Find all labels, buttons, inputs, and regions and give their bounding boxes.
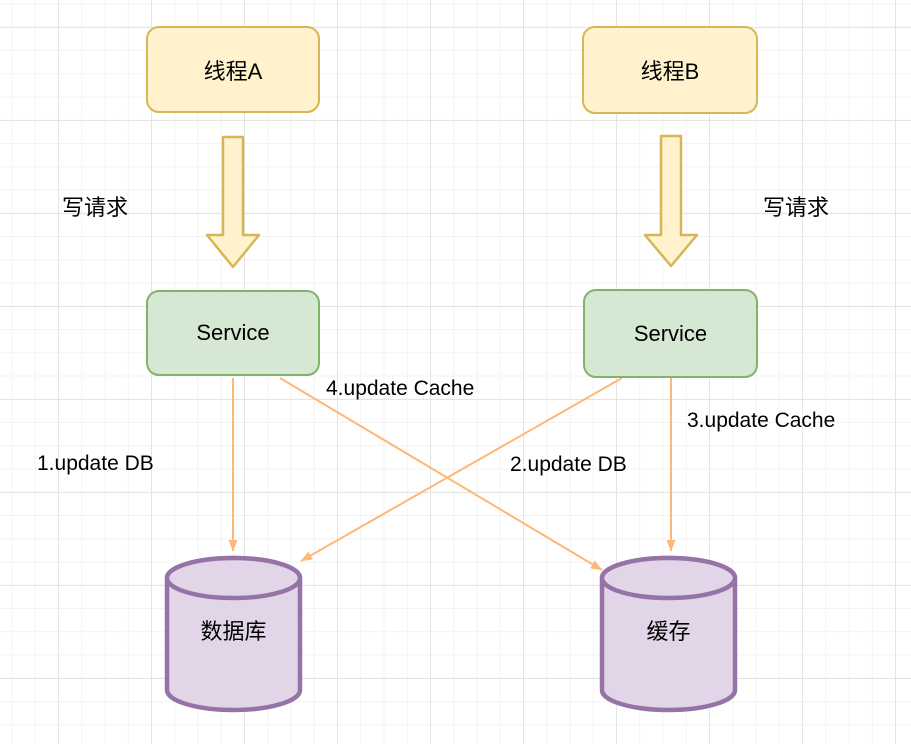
- cache-cylinder-icon: [599, 555, 738, 713]
- update-db-1-label: 1.update DB: [37, 452, 154, 475]
- cache-label: 缓存: [646, 619, 691, 644]
- edge-update-cache-4: [279, 377, 603, 571]
- edge-update-db-2: [300, 377, 623, 562]
- block-down-arrow-a-icon: [205, 135, 261, 269]
- service-a-label: Service: [196, 320, 270, 345]
- write-request-a-label: 写请求: [62, 195, 129, 220]
- service-b-node: Service: [583, 289, 758, 378]
- service-b-label: Service: [633, 320, 708, 346]
- thread-a-node: 线程A: [146, 26, 320, 113]
- update-cache-3-label: 3.update Cache: [687, 409, 836, 432]
- database-cylinder-icon: [164, 555, 303, 713]
- thread-b-label: 线程B: [640, 59, 700, 84]
- write-request-b-label: 写请求: [763, 195, 830, 220]
- update-cache-4-label: 4.update Cache: [326, 377, 475, 400]
- thread-a-label: 线程A: [203, 58, 263, 84]
- block-down-arrow-b-icon: [643, 134, 699, 268]
- thread-b-node: 线程B: [582, 26, 758, 114]
- database-label: 数据库: [200, 619, 267, 644]
- update-db-2-label: 2.update DB: [510, 453, 627, 476]
- service-a-node: Service: [146, 290, 320, 376]
